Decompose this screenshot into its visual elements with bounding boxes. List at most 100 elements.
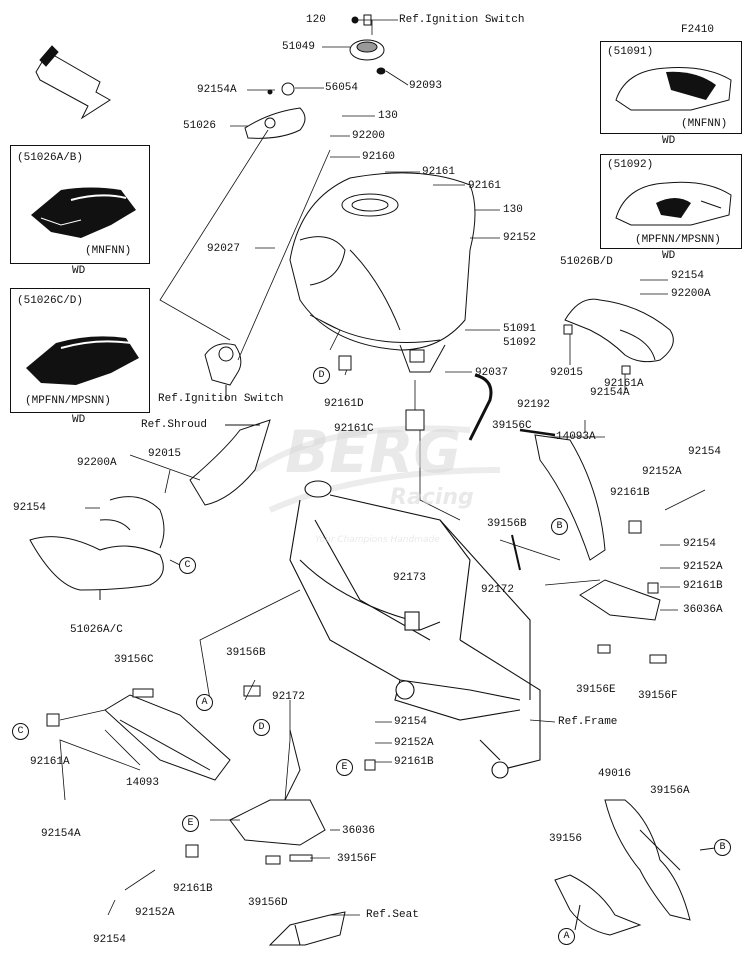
- ref-label: Ref.Seat: [366, 909, 419, 921]
- part-label: 92173: [393, 572, 427, 584]
- part-label: 36036A: [683, 604, 723, 616]
- inset-code: (51091): [607, 46, 654, 58]
- inset-variant: (MNFNN): [85, 245, 132, 257]
- inset-code: (51092): [607, 159, 654, 171]
- part-39156-drawing: [554, 874, 642, 936]
- inset-tank-image: [615, 67, 732, 111]
- part-label: 92152A: [642, 466, 682, 478]
- part-label: 92154: [13, 502, 47, 514]
- part-label: 92161B: [394, 756, 434, 768]
- part-label: 92154A: [197, 84, 237, 96]
- part-label: 39156B: [226, 647, 266, 659]
- part-label: 39156C: [492, 420, 532, 432]
- part-label: 92037: [475, 367, 509, 379]
- part-label: 92027: [207, 243, 241, 255]
- part-label: 39156F: [337, 853, 377, 865]
- ref-label: Ref.Ignition Switch: [158, 393, 284, 405]
- part-label: 14093: [126, 777, 160, 789]
- callout-c: C: [179, 557, 196, 574]
- part-label: 92093: [409, 80, 443, 92]
- part-label: 92152A: [683, 561, 723, 573]
- part-label: 92200: [352, 130, 386, 142]
- ref-label: Ref.Ignition Switch: [399, 14, 525, 26]
- part-label: 51092: [503, 337, 537, 349]
- part-label: 39156E: [576, 684, 616, 696]
- inset-box-51026ab: (51026A/B) (MNFNN): [10, 145, 150, 264]
- callout-d: D: [313, 367, 330, 384]
- part-label: 92161B: [683, 580, 723, 592]
- part-label: 39156A: [650, 785, 690, 797]
- part-label: 92152A: [394, 737, 434, 749]
- part-label: 92154: [394, 716, 428, 728]
- part-label: 39156D: [248, 897, 288, 909]
- leader-lines-lower: [59, 420, 706, 916]
- part-label: 51049: [282, 41, 316, 53]
- part-label: 51026: [183, 120, 217, 132]
- inset-note: WD: [662, 250, 676, 262]
- part-label: 39156: [549, 833, 583, 845]
- cover-51026bd-drawing: [563, 298, 674, 375]
- callout-b: B: [551, 518, 568, 535]
- grommets: [46, 355, 659, 858]
- part-label: 92154A: [590, 387, 630, 399]
- panel-14093a-drawing: [511, 428, 606, 571]
- inset-code: (51026C/D): [17, 295, 84, 307]
- inset-code: (51026A/B): [17, 152, 84, 164]
- part-36036a-drawing: [579, 579, 667, 664]
- frame-drawing: [289, 480, 541, 779]
- part-label: 92152: [503, 232, 537, 244]
- part-label: 130: [378, 110, 398, 122]
- part-36036-drawing: [229, 729, 326, 865]
- part-label: 92172: [272, 691, 306, 703]
- callout-a: A: [558, 928, 575, 945]
- callout-d: D: [253, 719, 270, 736]
- watermark-tagline: Your Champions Handmade: [315, 535, 440, 545]
- part-label: 92161: [468, 180, 502, 192]
- part-label: 56054: [325, 82, 359, 94]
- watermark-graphic: [253, 425, 501, 513]
- inset-variant: (MPFNN/MPSNN): [635, 234, 721, 246]
- callout-e: E: [182, 815, 199, 832]
- part-label: 92192: [517, 399, 551, 411]
- part-label: 92154A: [41, 828, 81, 840]
- part-label: 92154: [93, 934, 127, 946]
- hose-drawing: [468, 373, 493, 441]
- ref-label: Ref.Shroud: [141, 419, 208, 431]
- part-label: 14093A: [556, 431, 596, 443]
- panel-14093-drawing: [104, 685, 261, 781]
- part-label: 92015: [550, 367, 584, 379]
- cover-51026-drawing: [244, 82, 306, 139]
- inset-shroud-image: [26, 336, 139, 385]
- shroud-bracket-drawing: [189, 419, 271, 506]
- part-label: 92172: [481, 584, 515, 596]
- fuel-tank-drawing: [289, 172, 476, 373]
- inset-box-51091: (51091) (MNFNN): [600, 41, 742, 134]
- inset-shroud-image: [31, 187, 136, 238]
- part-label: 92154: [683, 538, 717, 550]
- shroud-51026ac-drawing: [29, 496, 165, 600]
- part-label: 130: [503, 204, 523, 216]
- ref-label: Ref.Frame: [558, 716, 618, 728]
- part-label: 92200A: [671, 288, 711, 300]
- seat-bracket-drawing: [268, 911, 346, 946]
- fuel-cap-drawing: [349, 14, 386, 75]
- inset-box-51026cd: (51026C/D) (MPFNN/MPSNN): [10, 288, 150, 413]
- part-label: 49016: [598, 768, 632, 780]
- part-label: 92161A: [604, 378, 644, 390]
- inset-note: WD: [72, 414, 86, 426]
- callout-b: B: [714, 839, 731, 856]
- part-label: 92154: [671, 270, 705, 282]
- callout-e: E: [336, 759, 353, 776]
- inset-variant: (MNFNN): [681, 118, 728, 130]
- part-label: 92015: [148, 448, 182, 460]
- part-label: 92161A: [30, 756, 70, 768]
- part-label: 92200A: [77, 457, 117, 469]
- part-label: 92152A: [135, 907, 175, 919]
- part-label: 92154: [688, 446, 722, 458]
- part-label: 92160: [362, 151, 396, 163]
- leader-lines: [159, 19, 668, 521]
- part-label: 92161B: [173, 883, 213, 895]
- part-label: 51026A/C: [70, 624, 123, 636]
- callout-c: C: [12, 723, 29, 740]
